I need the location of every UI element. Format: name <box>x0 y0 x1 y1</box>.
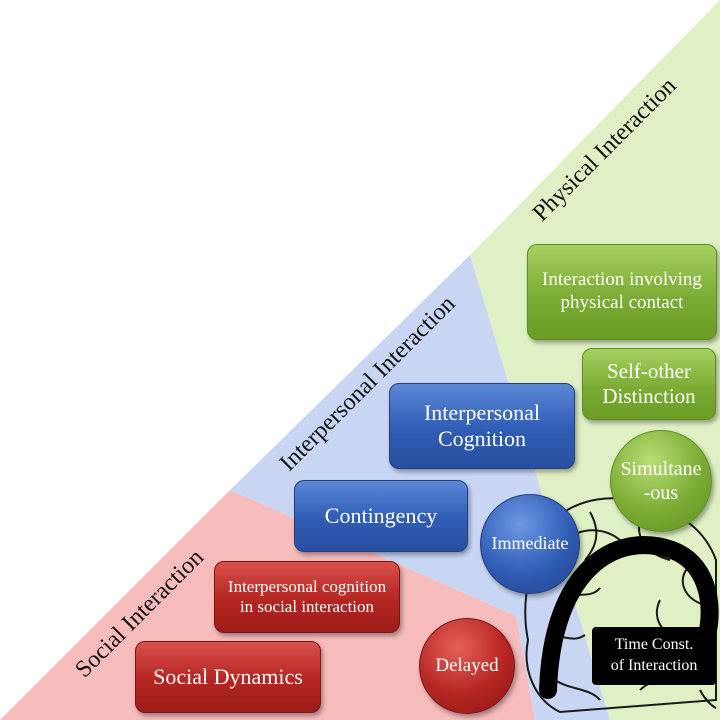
physical-contact-line2: physical contact <box>560 292 684 313</box>
self-other-distinction-box: Self-other Distinction <box>582 348 716 420</box>
social-cognition-box: Interpersonal cognition in social intera… <box>214 561 400 633</box>
time-constant-arc <box>539 536 719 699</box>
simultaneous-circle: Simultane -ous <box>610 430 712 532</box>
simultaneous-line1: Simultane <box>620 458 702 480</box>
time-constant-line1: Time Const. <box>614 636 694 654</box>
social-dynamics-box: Social Dynamics <box>135 641 321 713</box>
interpersonal-cognition-line1: Interpersonal <box>423 399 541 425</box>
contingency-label: Contingency <box>324 502 438 528</box>
self-other-line2: Distinction <box>602 384 696 408</box>
social-dynamics-label: Social Dynamics <box>153 663 303 689</box>
physical-contact-box: Interaction involving physical contact <box>527 244 717 340</box>
delayed-label: Delayed <box>435 654 499 676</box>
contingency-box: Contingency <box>294 480 468 552</box>
physical-contact-line1: Interaction involving <box>542 269 702 291</box>
immediate-circle: Immediate <box>480 494 580 594</box>
interpersonal-cognition-line2: Cognition <box>437 426 526 451</box>
immediate-label: Immediate <box>491 533 569 554</box>
simultaneous-line2: -ous <box>643 482 679 504</box>
social-cognition-line2: in social interaction <box>239 597 375 616</box>
time-constant-label: Time Const. of Interaction <box>592 627 716 685</box>
interpersonal-cognition-box: Interpersonal Cognition <box>389 383 575 469</box>
social-cognition-line1: Interpersonal cognition <box>227 576 387 596</box>
time-constant-line2: of Interaction <box>610 657 698 674</box>
delayed-circle: Delayed <box>419 618 515 714</box>
self-other-line1: Self-other <box>607 358 691 383</box>
